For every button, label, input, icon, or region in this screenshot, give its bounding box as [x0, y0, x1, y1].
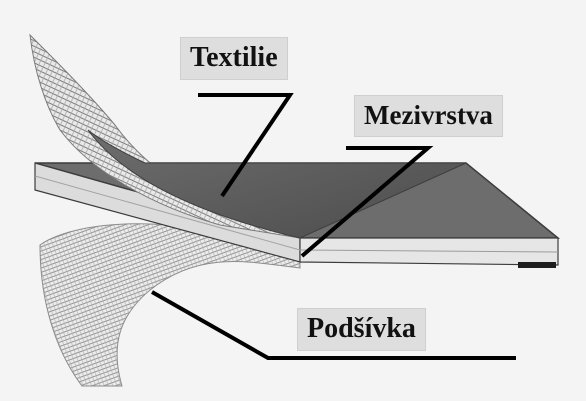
label-interlayer: Mezivrstva — [354, 95, 503, 137]
label-textile: Textilie — [180, 37, 288, 80]
label-lining: Podšívka — [297, 308, 426, 351]
